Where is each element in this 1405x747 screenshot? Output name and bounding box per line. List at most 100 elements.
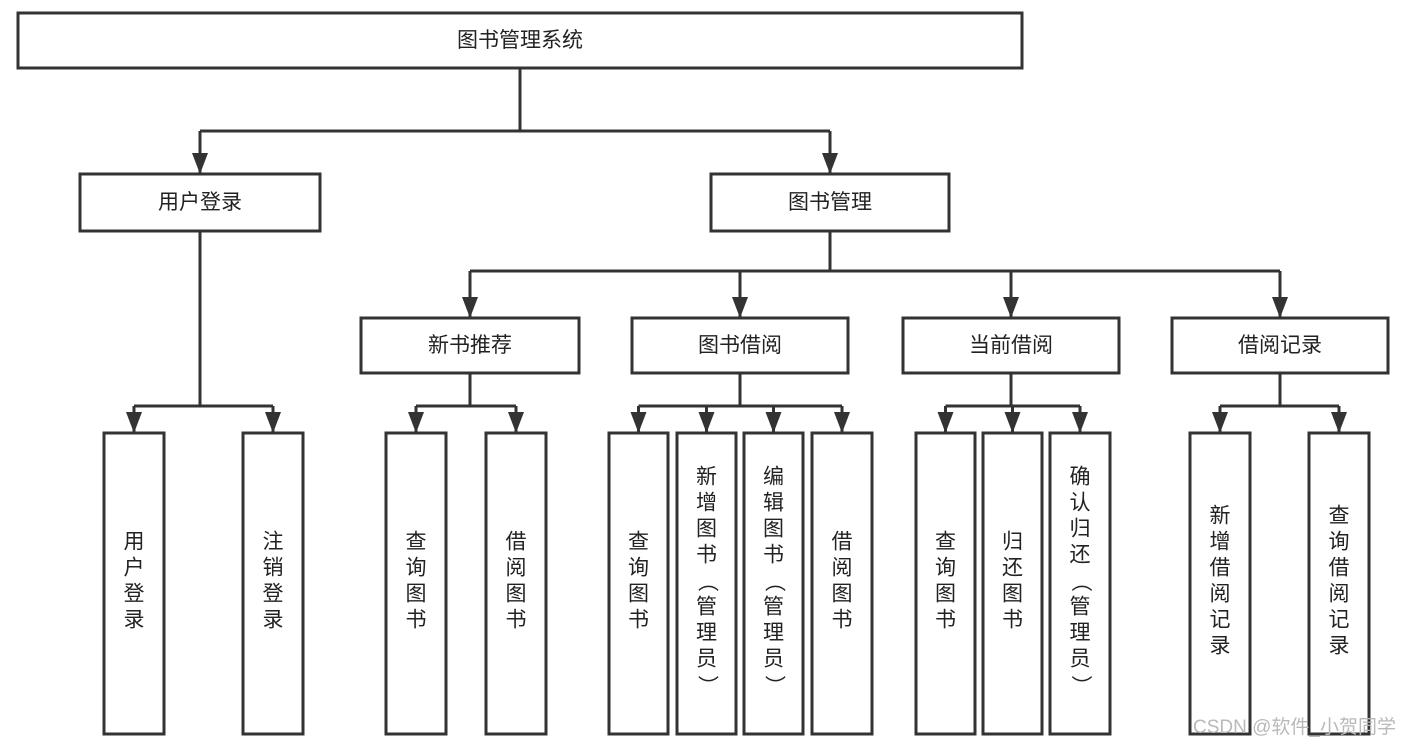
node-box-leaf-query-book-recommend (384, 431, 448, 736)
node-box-root (16, 11, 1024, 70)
node-label-char: （ (696, 571, 719, 592)
node-label-char: 理 (763, 622, 784, 645)
node-label-char: 查 (406, 531, 427, 554)
node-label-char: 书 (628, 609, 649, 632)
arrow-head-icon (126, 412, 142, 433)
node-label-char: 询 (628, 557, 649, 580)
node-label-char: 图 (832, 583, 853, 606)
node-label-char: 用 (124, 531, 145, 554)
arrow-head-icon (1272, 297, 1288, 318)
node-box-leaf-user-login (102, 431, 166, 736)
node-label-char: 图 (628, 583, 649, 606)
node-label-char: 查 (628, 531, 649, 554)
node-label-char: 管 (696, 596, 717, 619)
node-label-char: 图 (696, 518, 717, 541)
node-label-char: 注 (263, 531, 284, 554)
node-box-leaf-confirm-return (1048, 431, 1112, 736)
node-new-book-recommend[interactable]: 新书推荐 (359, 316, 581, 375)
node-label-char: 新 (1210, 505, 1231, 528)
node-label-char: 录 (1329, 635, 1350, 658)
node-label-char: 登 (124, 583, 145, 606)
node-label-char: 书 (935, 609, 956, 632)
node-label-char: 管 (1070, 596, 1091, 619)
node-label-char: 查 (935, 531, 956, 554)
arrow-head-icon (834, 412, 850, 433)
node-book-borrow[interactable]: 图书借阅 (630, 316, 850, 375)
csdn-watermark: CSDN @软件_小贺同学 (1193, 716, 1396, 738)
arrow-head-icon (408, 412, 424, 433)
node-label-char: 归 (1070, 518, 1091, 541)
node-label-char: 增 (696, 492, 717, 515)
node-box-book-manage (709, 172, 951, 233)
node-box-book-borrow (630, 316, 850, 375)
arrow-head-icon (1331, 412, 1347, 433)
node-label-char: 阅 (506, 557, 527, 580)
arrow-head-icon (462, 297, 478, 318)
node-label-char: 书 (1002, 609, 1023, 632)
node-box-leaf-borrow-book-recommend (484, 431, 548, 736)
node-label-book-borrow: 图书借阅 (698, 334, 782, 357)
arrow-head-icon (732, 297, 748, 318)
node-label-char: ） (696, 675, 719, 696)
arrow-head-icon (1003, 297, 1019, 318)
node-borrow-record[interactable]: 借阅记录 (1170, 316, 1390, 375)
node-label-char: （ (763, 571, 786, 592)
node-label-borrow-record: 借阅记录 (1238, 334, 1322, 357)
connector-layer (126, 68, 1347, 433)
node-label-char: 录 (124, 609, 145, 632)
node-label-char: 书 (832, 609, 853, 632)
node-label-char: 理 (1070, 622, 1091, 645)
node-box-leaf-query-book-current (914, 431, 977, 736)
arrow-head-icon (630, 412, 647, 433)
arrow-head-icon (1212, 412, 1228, 433)
node-label-char: 员 (1070, 648, 1091, 671)
node-label-char: 借 (1210, 557, 1231, 580)
node-box-leaf-query-book-borrow (607, 431, 670, 736)
node-label-char: 书 (763, 544, 784, 567)
node-label-char: 管 (763, 596, 784, 619)
node-user-login[interactable]: 用户登录 (78, 172, 322, 233)
arrow-head-icon (822, 153, 838, 174)
node-label-char: 录 (263, 609, 284, 632)
node-box-current-borrow (901, 316, 1121, 375)
node-box-new-book-recommend (359, 316, 581, 375)
arrow-head-icon (265, 412, 281, 433)
node-label-book-manage: 图书管理 (788, 191, 872, 214)
node-label-char: 编 (763, 466, 784, 489)
node-box-borrow-record (1170, 316, 1390, 375)
node-box-leaf-add-book (675, 431, 738, 736)
arrow-head-icon (698, 412, 715, 433)
node-root[interactable]: 图书管理系统 (16, 11, 1024, 70)
node-label-char: 书 (696, 544, 717, 567)
node-current-borrow[interactable]: 当前借阅 (901, 316, 1121, 375)
node-label-char: （ (1069, 571, 1092, 592)
node-label-char: 员 (763, 648, 784, 671)
node-label-char: 还 (1002, 557, 1023, 580)
node-label-char: 询 (1329, 531, 1350, 554)
node-book-manage[interactable]: 图书管理 (709, 172, 951, 233)
node-label-char: 借 (1329, 557, 1350, 580)
node-box-leaf-edit-book (742, 431, 805, 736)
node-label-char: 理 (696, 622, 717, 645)
node-label-char: 图 (1002, 583, 1023, 606)
node-leaf-user-login[interactable]: 用户登录 (102, 431, 166, 736)
node-label-user-login: 用户登录 (158, 191, 242, 214)
node-label-char: 借 (506, 531, 527, 554)
node-label-char: 录 (1210, 635, 1231, 658)
node-label-char: 询 (935, 557, 956, 580)
node-label-char: 图 (763, 518, 784, 541)
node-label-char: 登 (263, 583, 284, 606)
